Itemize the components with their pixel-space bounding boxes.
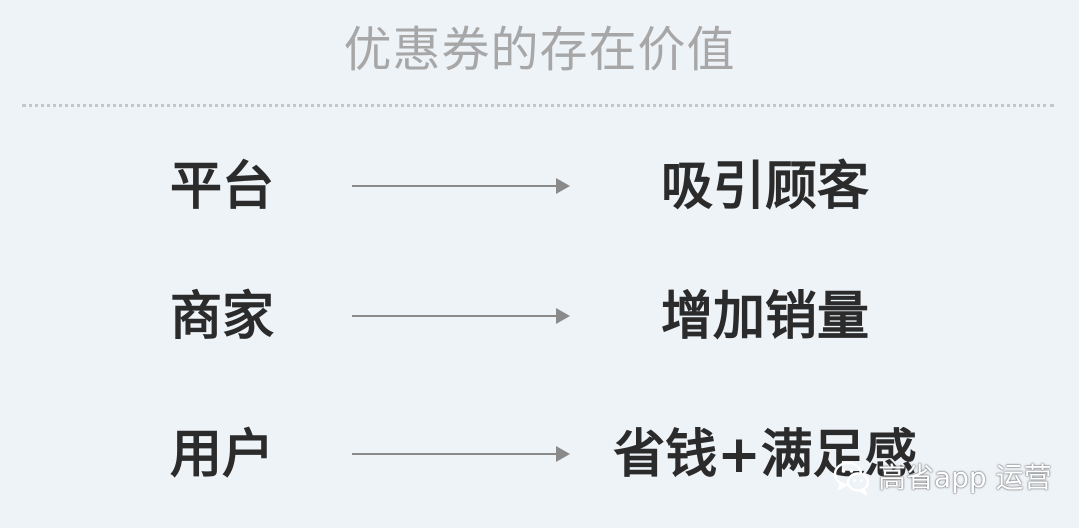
arrow-head xyxy=(556,446,570,462)
arrow-line xyxy=(352,185,558,187)
arrow-head xyxy=(556,308,570,324)
right-arrow-icon xyxy=(352,308,570,324)
dotted-divider xyxy=(22,104,1054,107)
right-arrow-icon xyxy=(352,178,570,194)
arrow-line xyxy=(352,453,558,455)
arrow-line xyxy=(352,315,558,317)
watermark: 高省app 运营 xyxy=(832,456,1052,500)
row-right-label: 增加销量 xyxy=(660,287,869,347)
row-left-label: 平台 xyxy=(170,157,275,217)
right-arrow-icon xyxy=(352,446,570,462)
mapping-row-merchant: 商家 增加销量 xyxy=(0,282,1079,352)
row-right-label: 吸引顾客 xyxy=(660,157,869,217)
wechat-icon xyxy=(833,461,870,496)
row-left-label: 商家 xyxy=(170,287,275,347)
row-right-label: 省钱+满足感 xyxy=(613,425,917,485)
mapping-row-user: 用户 省钱+满足感 xyxy=(0,420,1079,490)
diagram-title: 优惠券的存在价值 xyxy=(343,22,736,78)
watermark-text: 高省app 运营 xyxy=(878,461,1052,494)
row-left-label: 用户 xyxy=(170,425,275,485)
mapping-row-platform: 平台 吸引顾客 xyxy=(0,152,1079,222)
arrow-head xyxy=(556,178,570,194)
